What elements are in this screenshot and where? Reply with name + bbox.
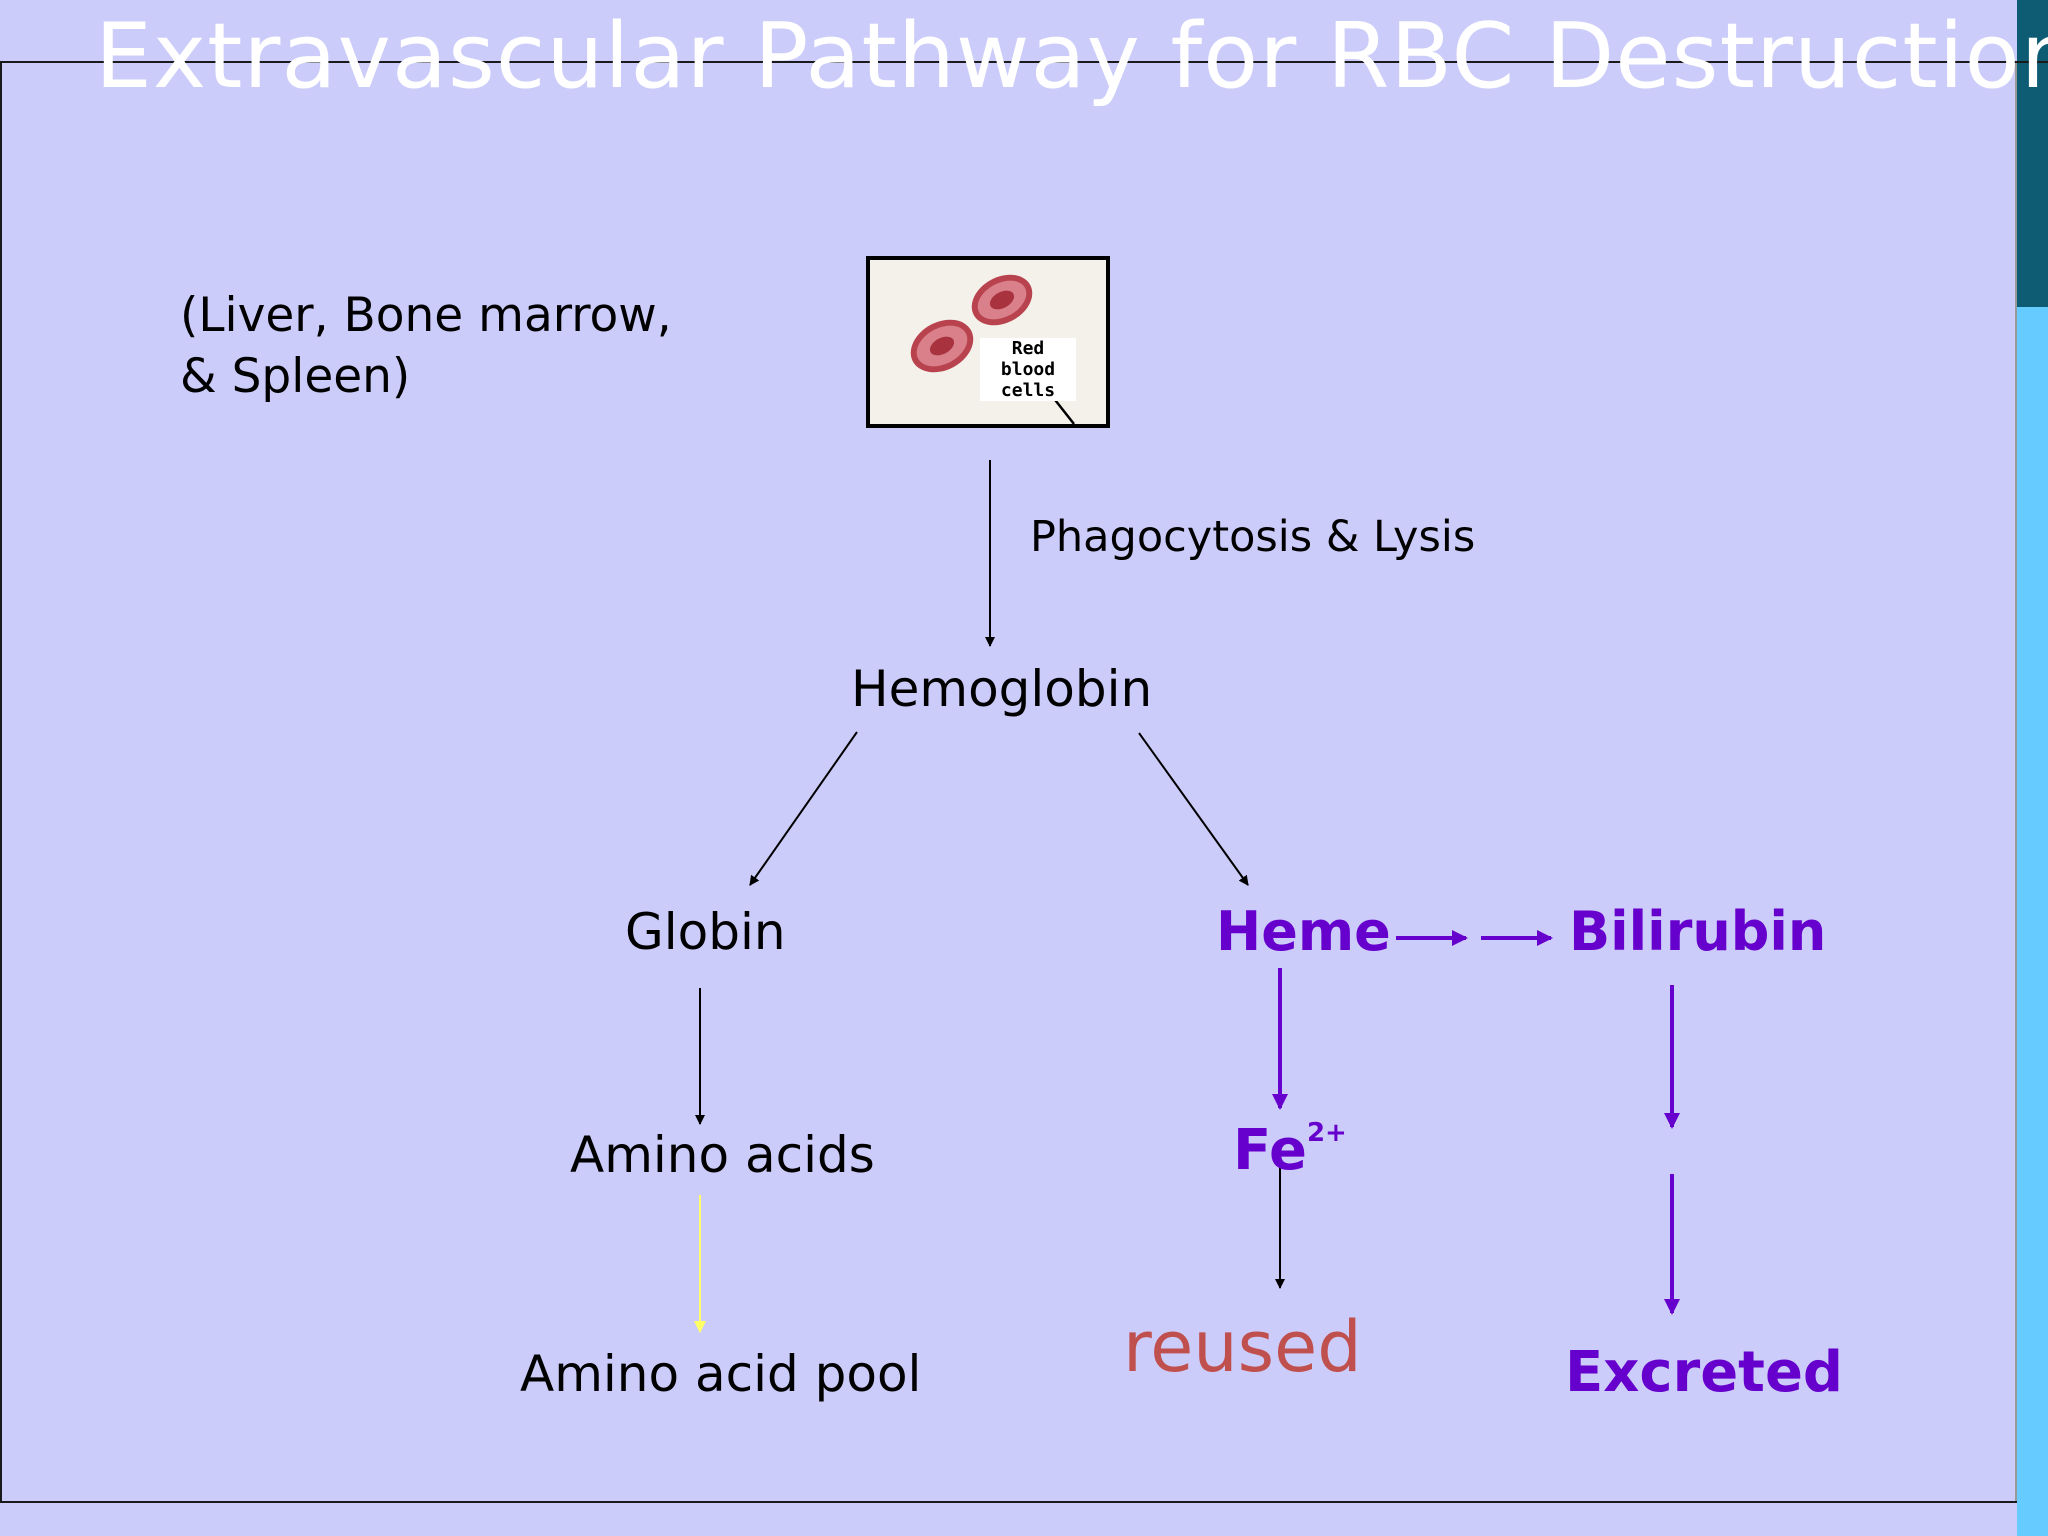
amino-acid-pool-label: Amino acid pool <box>520 1345 922 1403</box>
right-edge-line <box>2015 62 2017 1502</box>
red-blood-cells-caption: Red blood cells <box>980 338 1076 401</box>
frame-bottom-line <box>0 1501 2017 1503</box>
iron-label: Fe2+ <box>1233 1118 1347 1183</box>
iron-symbol: Fe <box>1233 1118 1307 1183</box>
amino-acids-label: Amino acids <box>570 1126 875 1184</box>
location-note-line1: (Liver, Bone marrow, <box>180 288 672 343</box>
slide-title: Extravascular Pathway for RBC Destructio… <box>95 4 2048 109</box>
red-blood-cell-icon <box>910 274 1075 424</box>
reused-label: reused <box>1123 1306 1362 1388</box>
right-accent-bar-light <box>2017 307 2048 1536</box>
right-accent-bar-dark <box>2017 0 2048 307</box>
heme-label: Heme <box>1216 900 1391 963</box>
hemoglobin-label: Hemoglobin <box>851 660 1153 718</box>
globin-label: Globin <box>625 903 786 961</box>
bilirubin-label: Bilirubin <box>1569 900 1827 963</box>
location-note-line2: & Spleen) <box>180 349 411 404</box>
phagocytosis-lysis-label: Phagocytosis & Lysis <box>1030 512 1476 562</box>
iron-charge: 2+ <box>1306 1118 1347 1148</box>
arrow-hemoglobin-to-globin <box>749 731 858 886</box>
frame-left-line <box>0 61 2 1503</box>
frame-top-line <box>0 61 2048 63</box>
excreted-label: Excreted <box>1565 1340 1844 1405</box>
arrow-hemoglobin-to-heme <box>1138 732 1249 886</box>
red-blood-cells-image: Red blood cells <box>866 256 1110 428</box>
